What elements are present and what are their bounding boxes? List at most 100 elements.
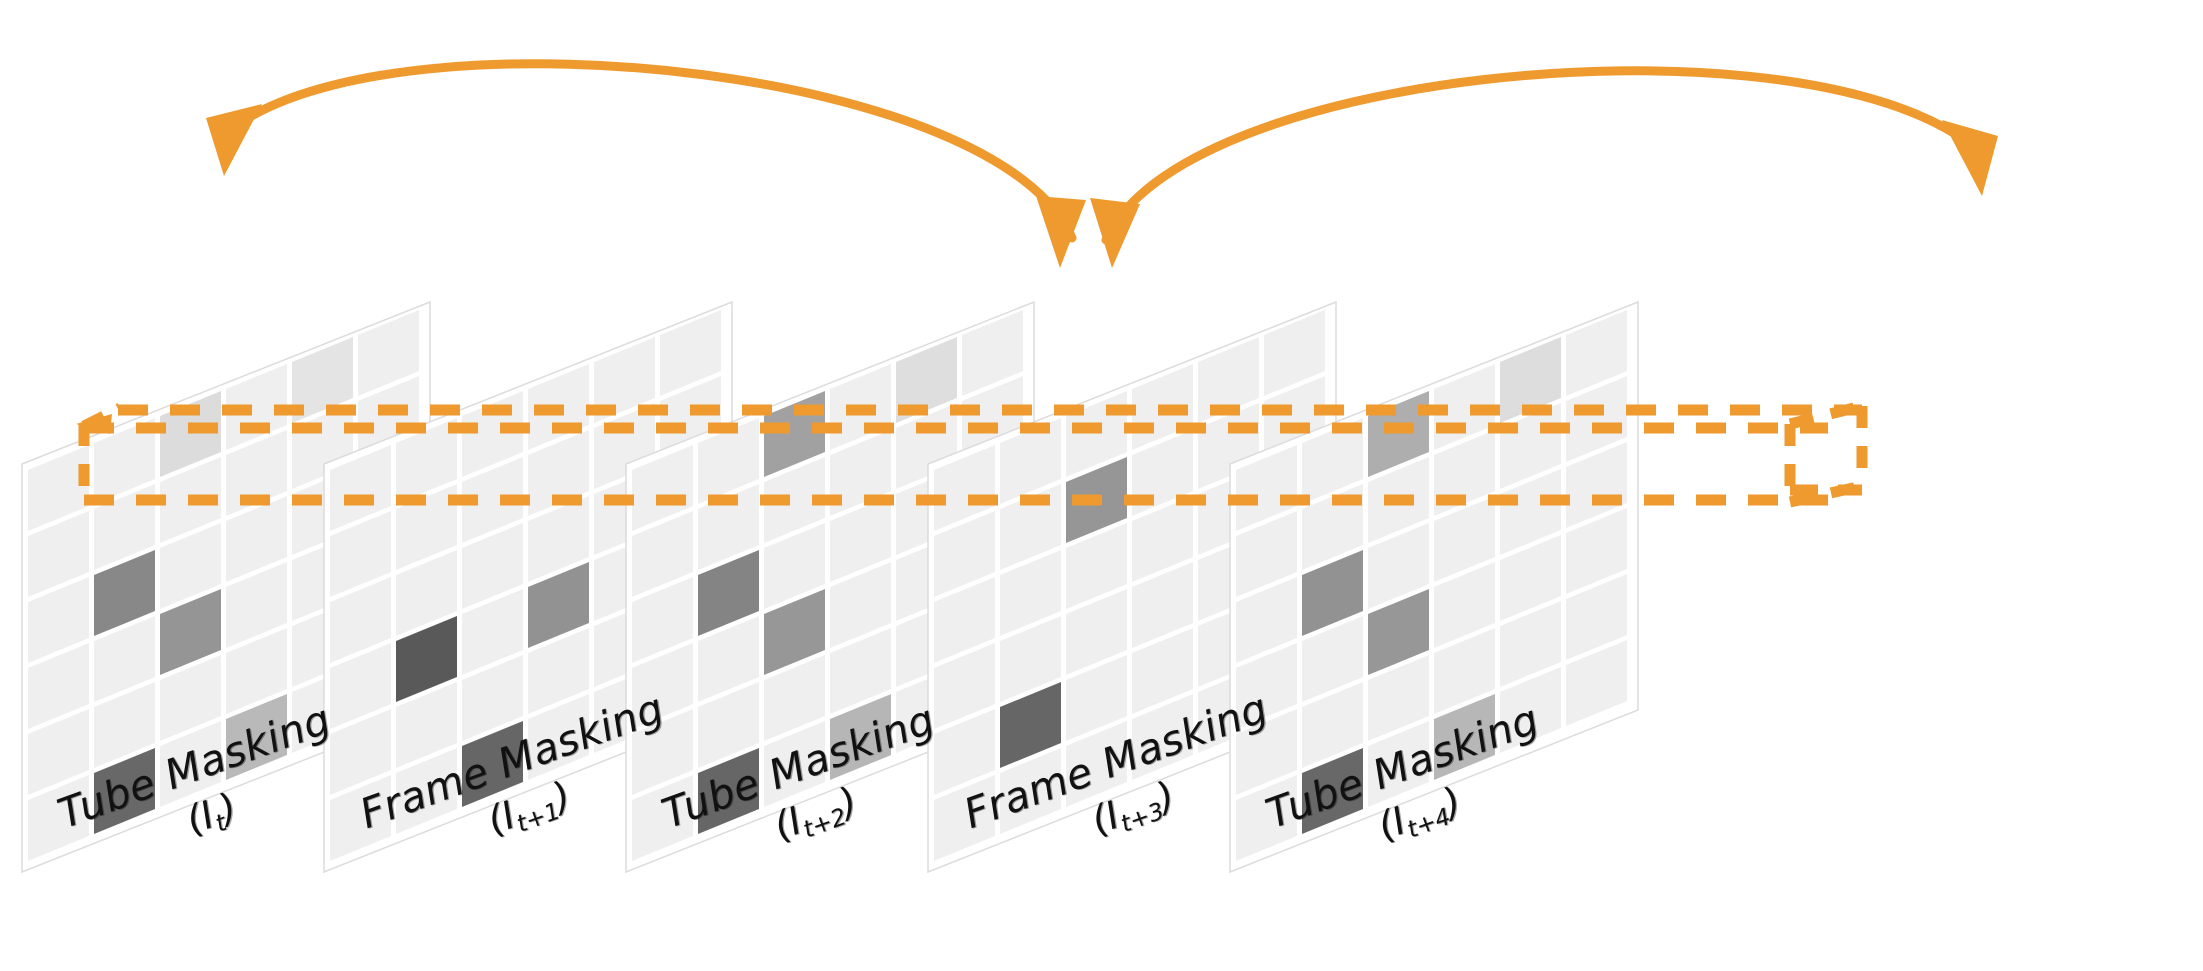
visible-patch (396, 616, 457, 702)
masked-patch (660, 310, 721, 396)
masked-patch (830, 562, 891, 648)
masked-patch (1000, 418, 1061, 504)
masked-patch (698, 418, 759, 504)
visible-patch (896, 337, 957, 423)
masked-patch (330, 775, 391, 861)
masked-patch (28, 577, 89, 663)
visible-patch (94, 748, 155, 834)
masked-patch (934, 709, 995, 795)
masked-patch (1000, 748, 1061, 834)
masked-patch (94, 484, 155, 570)
masked-patch (396, 748, 457, 834)
masked-patch (1500, 667, 1561, 753)
masked-patch (1198, 337, 1259, 423)
masked-patch (1236, 511, 1297, 597)
masked-patch (396, 484, 457, 570)
masked-patch (160, 655, 221, 741)
masked-patch (764, 523, 825, 609)
masked-patch (28, 511, 89, 597)
visible-patch (94, 550, 155, 636)
masked-patch (226, 496, 287, 582)
masked-patch (1000, 616, 1061, 702)
masked-patch (1066, 655, 1127, 741)
visible-patch (1000, 682, 1061, 768)
masked-patch (330, 709, 391, 795)
masked-patch (1566, 376, 1627, 462)
masked-patch (1132, 628, 1193, 714)
masked-patch (594, 337, 655, 423)
masked-patch (830, 496, 891, 582)
masked-patch (462, 589, 523, 675)
masked-patch (1264, 310, 1325, 396)
masked-patch (94, 418, 155, 504)
masked-patch (1434, 562, 1495, 648)
masked-patch (528, 628, 589, 714)
masked-patch (396, 682, 457, 768)
masked-patch (1500, 601, 1561, 687)
masked-patch (1236, 775, 1297, 861)
masked-patch (632, 643, 693, 729)
visible-patch (1302, 550, 1363, 636)
masked-patch (330, 511, 391, 597)
masked-patch (1302, 616, 1363, 702)
masked-patch (1066, 721, 1127, 807)
masked-patch (934, 445, 995, 531)
masked-patch (94, 682, 155, 768)
masked-patch (160, 523, 221, 609)
masked-patch (1566, 574, 1627, 660)
masked-patch (94, 616, 155, 702)
masked-patch (1566, 310, 1627, 396)
masked-patch (28, 445, 89, 531)
masked-patch (934, 577, 995, 663)
masked-patch (330, 445, 391, 531)
masked-patch (1302, 484, 1363, 570)
masked-patch (632, 445, 693, 531)
masked-patch (1368, 523, 1429, 609)
masked-patch (1500, 535, 1561, 621)
masked-patch (1066, 523, 1127, 609)
masked-patch (1566, 640, 1627, 726)
masked-patch (462, 523, 523, 609)
masked-patch (1566, 442, 1627, 528)
masked-patch (934, 643, 995, 729)
masked-patch (632, 709, 693, 795)
masked-patch (1000, 550, 1061, 636)
masked-patch (934, 511, 995, 597)
masked-patch (396, 418, 457, 504)
masked-patch (330, 643, 391, 729)
masked-patch (528, 496, 589, 582)
masked-patch (698, 682, 759, 768)
masked-patch (462, 655, 523, 741)
visible-patch (1500, 337, 1561, 423)
masked-patch (1302, 418, 1363, 504)
visible-patch (698, 748, 759, 834)
visible-patch (528, 562, 589, 648)
visible-patch (830, 694, 891, 780)
masked-patch (632, 577, 693, 663)
visible-patch (292, 337, 353, 423)
masked-patch (1302, 682, 1363, 768)
visible-patch (1434, 694, 1495, 780)
masked-patch (632, 775, 693, 861)
masked-patch (226, 562, 287, 648)
masked-patch (1368, 721, 1429, 807)
masked-patch (1000, 484, 1061, 570)
masked-patch (1236, 709, 1297, 795)
masked-patch (1132, 694, 1193, 780)
masked-patch (962, 310, 1023, 396)
masked-patch (1566, 508, 1627, 594)
masked-patch (28, 775, 89, 861)
masked-patch (1236, 643, 1297, 729)
masked-patch (830, 628, 891, 714)
masked-patch (764, 655, 825, 741)
masked-patch (1434, 496, 1495, 582)
masked-patch (1434, 628, 1495, 714)
masked-patch (160, 721, 221, 807)
masked-patch (1236, 577, 1297, 663)
masked-patch (358, 310, 419, 396)
masked-patch (330, 577, 391, 663)
masked-patch (1066, 589, 1127, 675)
